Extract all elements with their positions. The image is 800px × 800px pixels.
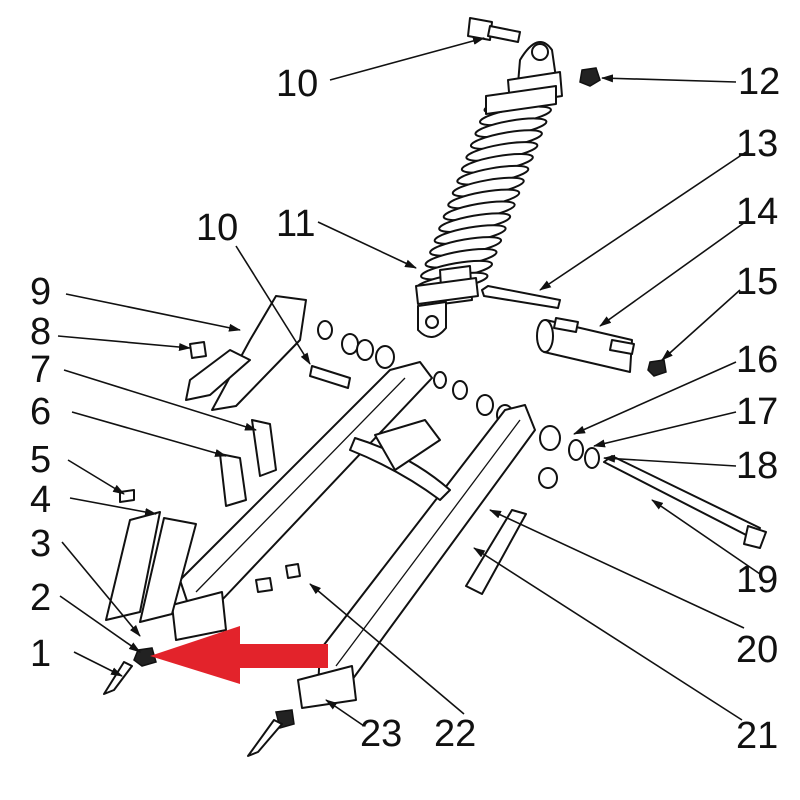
pivot-bushings [317, 320, 600, 489]
callout-14: 14 [736, 191, 778, 233]
bolt-22b [285, 563, 301, 579]
bracket-6-7 [219, 419, 277, 507]
callout-2: 2 [30, 577, 51, 619]
callout-5: 5 [30, 439, 51, 481]
callout-1: 1 [30, 633, 51, 675]
callout-6: 6 [30, 391, 51, 433]
callout-4: 4 [30, 479, 51, 521]
nut-15 [647, 359, 667, 377]
top-bolt [467, 17, 521, 43]
callout-19: 19 [736, 559, 778, 601]
callout-3: 3 [30, 523, 51, 565]
callout-20: 20 [736, 629, 778, 671]
leader-lines [57, 37, 761, 727]
sleeve-14 [536, 317, 635, 373]
callout-7: 7 [30, 349, 51, 391]
callout-21: 21 [736, 715, 778, 757]
chain-slider-21 [465, 509, 527, 595]
bolt-5 [119, 489, 135, 503]
bolt-23 [247, 719, 283, 757]
callout-16: 16 [736, 339, 778, 381]
swing-arm [171, 361, 536, 709]
bolt-10-lower [309, 365, 351, 389]
bolt-8 [189, 341, 207, 359]
callout-11: 11 [276, 203, 315, 245]
callout-23: 23 [360, 713, 402, 755]
highlight-arrow [150, 626, 328, 684]
axle-13 [481, 285, 561, 309]
callout-10b: 10 [276, 63, 318, 105]
callout-10a: 10 [196, 207, 238, 249]
top-nut [579, 67, 601, 87]
callout-labels: 1 2 3 4 5 6 7 8 9 10 10 11 12 13 14 15 1… [30, 61, 780, 757]
callout-12: 12 [738, 61, 780, 103]
bracket-9 [185, 295, 307, 411]
bolt-1 [103, 661, 133, 695]
callout-8: 8 [30, 311, 51, 353]
callout-17: 17 [736, 391, 778, 433]
callout-9: 9 [30, 271, 51, 313]
callout-13: 13 [736, 123, 778, 165]
callout-15: 15 [736, 261, 778, 303]
bolt-22 [255, 577, 273, 593]
callout-18: 18 [736, 445, 778, 487]
shock-absorber [415, 41, 563, 338]
callout-22: 22 [434, 713, 476, 755]
